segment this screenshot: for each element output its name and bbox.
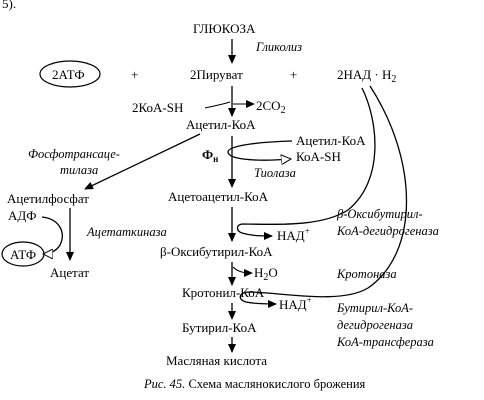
- node-nadh-top: 2НАД · Н2: [337, 67, 396, 85]
- node-co2: 2CO2: [256, 98, 286, 116]
- enzyme-b-hydroxybutyryl-dh-1: β-Оксибутирил-: [336, 207, 423, 221]
- arrow-h2o-out: [232, 266, 253, 277]
- node-glucose: ГЛЮКОЗА: [193, 21, 256, 36]
- nadh-curve-1: [236, 87, 376, 240]
- enzyme-butyryl-dh-1: Бутирил-КоА-: [336, 301, 413, 315]
- top-fragment: 5).: [2, 0, 16, 11]
- node-coash: 2КоА-SH: [132, 100, 183, 115]
- enzyme-coa-transferase: КоА-трансфераза: [336, 335, 434, 349]
- arrow-acetylcoa-acetylphosphate: [84, 133, 201, 190]
- node-phosphate: Фн: [202, 147, 218, 164]
- node-atp-top: 2АТФ: [52, 67, 85, 82]
- node-acetyl-coa-side: Ацетил-КоА: [296, 133, 366, 148]
- enzyme-glycolysis: Гликолиз: [255, 40, 302, 54]
- node-acetate: Ацетат: [50, 265, 89, 280]
- arrow-coash-in: [204, 101, 231, 109]
- atp-top-ellipse: [39, 60, 101, 88]
- node-acetyl-phosphate: Ацетилфосфат: [7, 191, 89, 206]
- node-nad-1: НАД+: [277, 226, 310, 243]
- enzyme-butyryl-dh-2: дегидрогеназа: [337, 318, 413, 332]
- enzyme-thiolase: Тиолаза: [254, 166, 296, 180]
- node-b-hydroxybutyryl-coa: β-Оксибутирил-КоА: [160, 244, 273, 259]
- adp-atp-curve: [41, 216, 63, 254]
- caption-prefix: Рис. 45.: [143, 377, 185, 391]
- node-coa-sh-side: КоА-SH: [296, 149, 341, 164]
- nadh-curve-2: [239, 85, 408, 308]
- node-butyric-acid: Масляная кислота: [166, 353, 267, 368]
- figure-caption: Рис. 45. Схема маслянокислого брожения: [143, 377, 366, 391]
- node-pyruvate: 2Пируват: [190, 67, 243, 82]
- plus-right: +: [290, 67, 297, 82]
- node-acetyl-coa: Ацетил-КоА: [186, 117, 256, 132]
- atp-left-ellipse: [1, 241, 45, 267]
- caption-text: Схема маслянокислого брожения: [185, 377, 365, 391]
- enzyme-b-hydroxybutyryl-dh-2: КоА-дегидрогеназа: [336, 224, 439, 238]
- enzyme-phosphotransacetylase-2: тилаза: [60, 163, 98, 177]
- node-h2o: H2O: [254, 265, 278, 283]
- enzyme-acetate-kinase: Ацетаткиназа: [86, 225, 167, 239]
- node-butyryl-coa: Бутирил-КоА: [182, 320, 257, 335]
- node-crotonyl-coa: Кротонил-КоА: [182, 285, 265, 300]
- node-nad-2: НАД+: [279, 295, 312, 312]
- node-acetoacetyl-coa: Ацетоацетил-КоА: [168, 189, 269, 204]
- node-atp-left: АТФ: [10, 247, 36, 262]
- plus-left: +: [131, 67, 138, 82]
- thiolase-side-loop: [227, 140, 292, 160]
- node-adp: АДФ: [8, 208, 37, 223]
- enzyme-phosphotransacetylase-1: Фосфотрансаце-: [28, 147, 120, 161]
- enzyme-crotonase: Кротоназа: [336, 267, 397, 281]
